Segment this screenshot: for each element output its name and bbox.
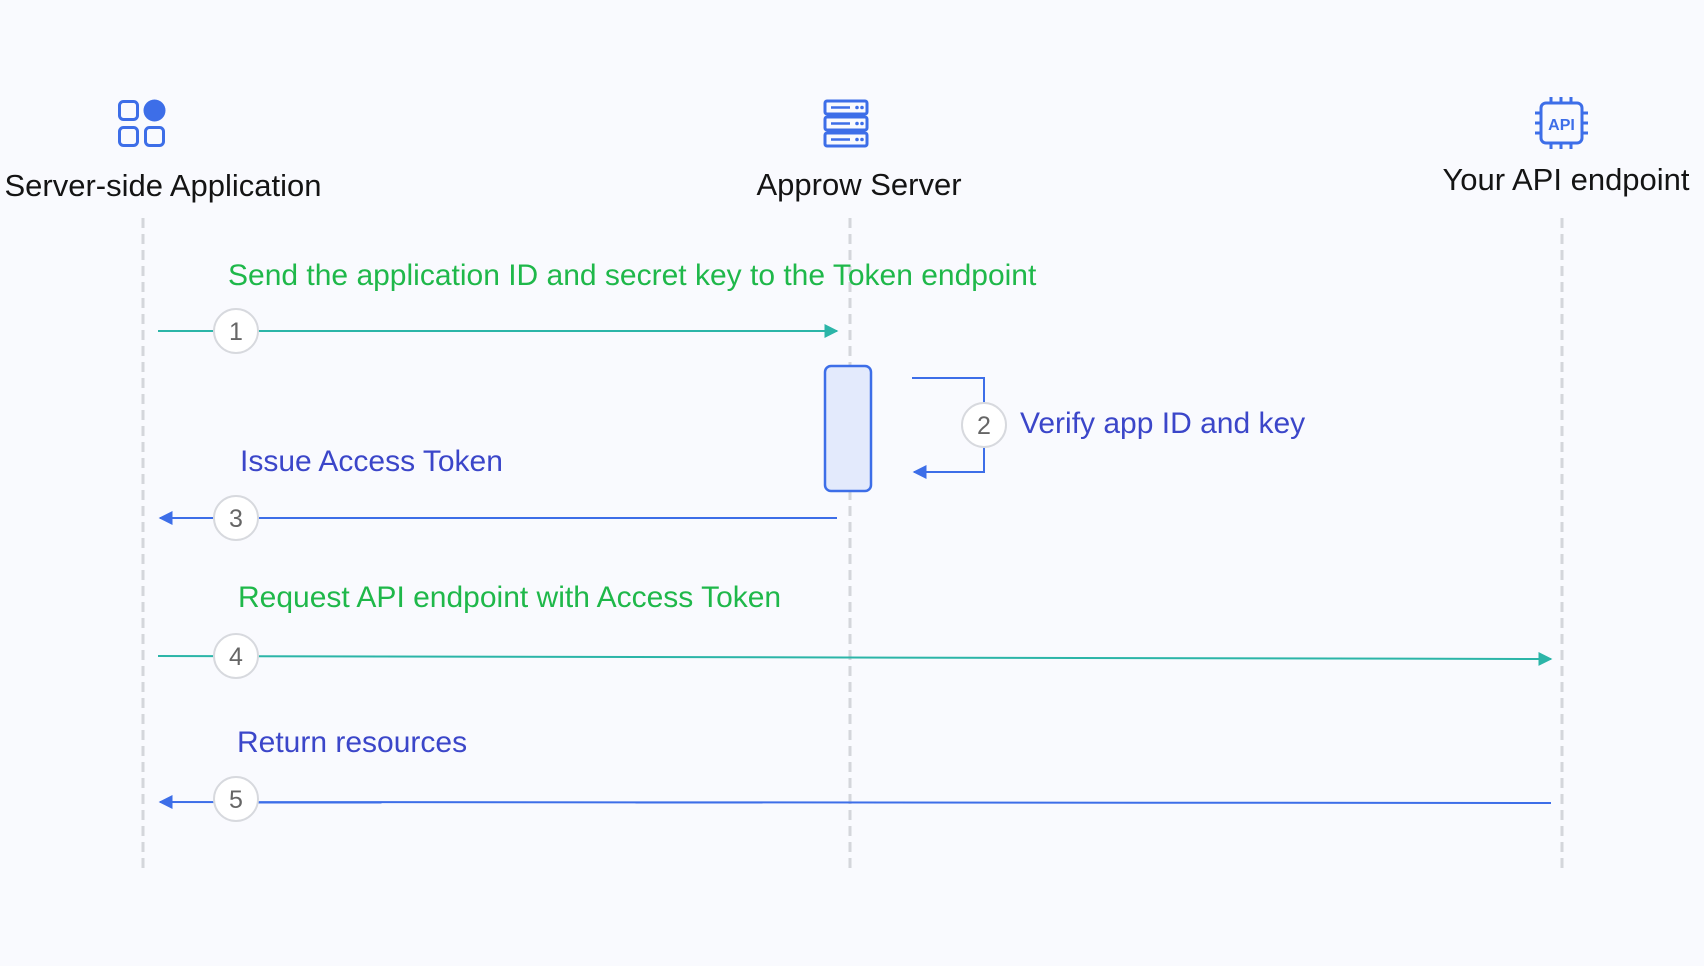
step-3-badge (213, 495, 259, 541)
message-step-5: Return resources 5 (158, 726, 1552, 822)
step-1-number: 1 (229, 318, 243, 346)
step-2-label: Verify app ID and key (1020, 407, 1305, 440)
message-step-2: 2 Verify app ID and key (912, 377, 1305, 479)
apps-grid-icon (118, 99, 166, 147)
step-5-badge (213, 776, 259, 822)
step-4-number: 4 (229, 643, 243, 671)
actor-api-endpoint: API Your API endpoint (1442, 97, 1690, 197)
message-step-1: Send the application ID and secret key t… (158, 259, 1037, 354)
svg-text:API: API (1548, 117, 1575, 134)
actor-label-approw-server: Approw Server (756, 167, 961, 202)
server-stack-icon (823, 99, 869, 148)
step-1-badge (213, 308, 259, 354)
step-5-label: Return resources (237, 726, 467, 759)
actor-server-side-application: Server-side Application (4, 99, 322, 203)
step-3-number: 3 (229, 505, 243, 533)
step-4-badge (213, 633, 259, 679)
step-2-badge (961, 402, 1007, 448)
actor-approw-server: Approw Server (756, 99, 962, 202)
step-2-number: 2 (977, 412, 991, 440)
message-step-3: Issue Access Token 3 (158, 445, 837, 541)
activation-box (823, 364, 873, 493)
api-chip-icon: API (1535, 97, 1588, 149)
actor-label-api-endpoint: Your API endpoint (1442, 162, 1689, 197)
step-4-arrow (157, 651, 1553, 666)
step-3-label: Issue Access Token (240, 445, 503, 478)
step-5-arrow (158, 795, 1552, 810)
step-5-number: 5 (229, 786, 243, 814)
message-step-4: Request API endpoint with Access Token 4 (157, 581, 1553, 679)
actor-label-server-side-application: Server-side Application (4, 168, 321, 203)
step-1-label: Send the application ID and secret key t… (228, 259, 1037, 292)
step-4-label: Request API endpoint with Access Token (238, 581, 781, 614)
